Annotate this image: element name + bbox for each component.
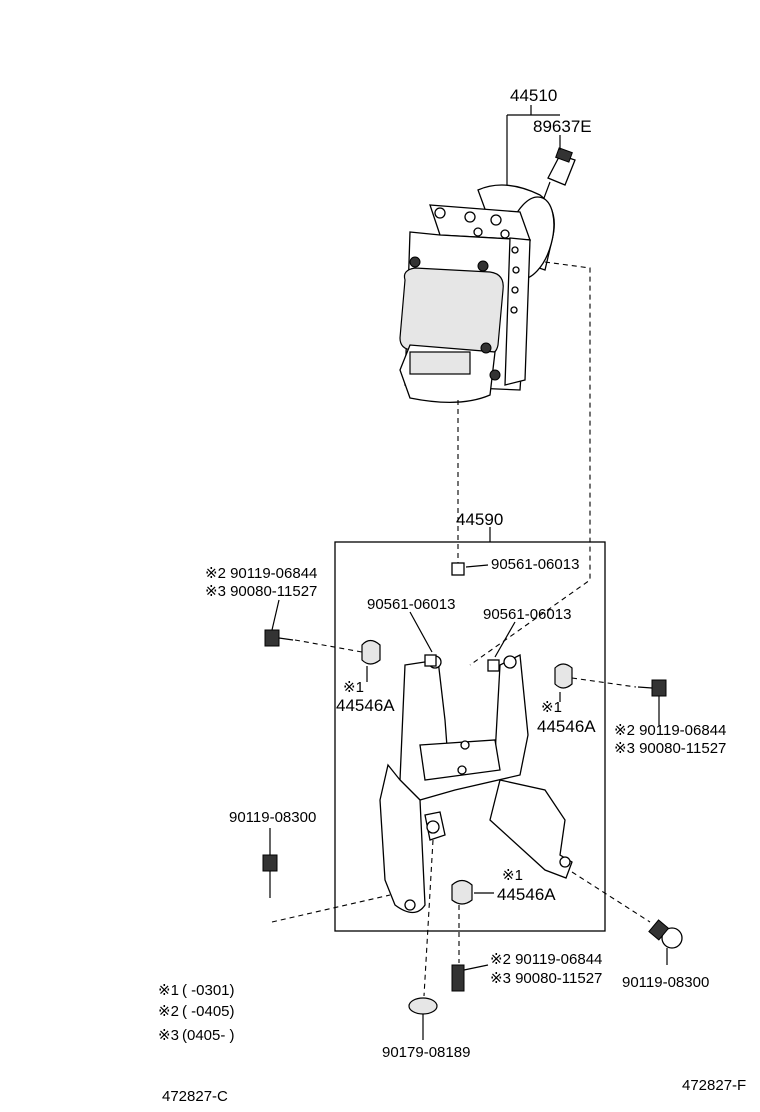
bolt-bottom — [451, 905, 489, 992]
bolt-right — [571, 677, 667, 726]
bracket-body — [379, 653, 573, 914]
label-90561-left: 90561-06013 — [367, 596, 455, 613]
label-bottom-bolt-2: ※2 90119-06844 — [490, 951, 602, 968]
connector-part — [543, 147, 576, 199]
grommet-bottom — [451, 879, 473, 905]
legend-range-3: (0405- ) — [182, 1027, 235, 1044]
applicability-legend: ※1 ( -0301) ※2 ( -0405) ※3 (0405- ) — [158, 982, 235, 1044]
grommet-right — [554, 663, 573, 689]
nut-top — [451, 562, 489, 576]
legend-mark-1: ※1 — [158, 982, 179, 999]
legend-mark-2: ※2 — [158, 1003, 179, 1020]
footer-code-left: 472827-C — [162, 1088, 228, 1105]
bolt-90119-08300-right — [571, 871, 683, 965]
label-bottom-bolt-3: ※3 90080-11527 — [490, 970, 602, 987]
nut-right — [487, 621, 516, 672]
nut-left — [409, 611, 437, 667]
label-90119-08300-left: 90119-08300 — [229, 809, 316, 826]
label-90119-08300-right: 90119-08300 — [622, 974, 709, 991]
washer-90179 — [408, 839, 438, 1040]
label-left-bolt-2: ※2 90119-06844 — [205, 565, 317, 582]
label-left-bolt-3: ※3 90080-11527 — [205, 583, 317, 600]
label-right-bolt-3: ※3 90080-11527 — [614, 740, 726, 757]
legend-range-1: ( -0301) — [182, 982, 235, 999]
bolt-90119-08300-left — [262, 828, 391, 923]
label-90561-top: 90561-06013 — [491, 556, 579, 573]
label-grommet-right: 44546A — [537, 717, 596, 736]
abs-actuator — [399, 184, 555, 403]
label-89637E: 89637E — [533, 117, 592, 136]
bolt-left — [264, 599, 363, 653]
label-grommet-bottom: 44546A — [497, 885, 556, 904]
label-44590: 44590 — [456, 510, 503, 529]
label-grommet-left-mark: ※1 — [343, 679, 364, 696]
label-right-bolt-2: ※2 90119-06844 — [614, 722, 726, 739]
top-callouts — [457, 105, 591, 666]
label-90179-08189: 90179-08189 — [382, 1044, 470, 1061]
bracket-frame — [334, 527, 606, 932]
label-grommet-left: 44546A — [336, 696, 395, 715]
label-grommet-bottom-mark: ※1 — [502, 867, 523, 884]
legend-range-2: ( -0405) — [182, 1003, 235, 1020]
grommet-left — [361, 639, 381, 665]
legend-mark-3: ※3 — [158, 1027, 179, 1044]
label-90561-right: 90561-06013 — [483, 606, 571, 623]
label-44510: 44510 — [510, 86, 557, 105]
footer-code-right: 472827-F — [682, 1077, 746, 1094]
label-grommet-right-mark: ※1 — [541, 699, 562, 716]
